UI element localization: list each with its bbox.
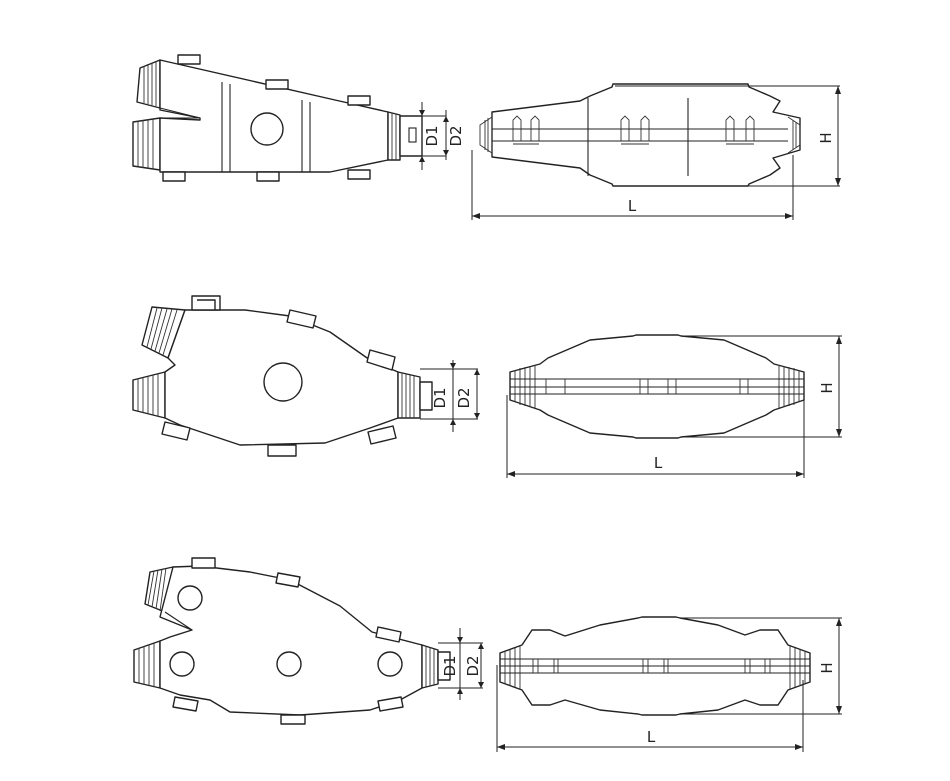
cable-hole-circle — [276, 651, 302, 677]
d2-label: D2 — [447, 125, 465, 146]
l-label: L — [628, 197, 637, 215]
row1-side-view: H L — [471, 83, 841, 220]
d2-label: D2 — [464, 655, 482, 676]
cable-hole-circle — [250, 112, 284, 146]
row2-side-view: H L — [506, 334, 842, 478]
d2-label: D2 — [455, 387, 473, 408]
row3-top-view: D1 D2 — [133, 557, 484, 725]
d1-label: D1 — [423, 125, 441, 146]
h-label: H — [818, 382, 836, 393]
h-label: H — [818, 662, 836, 673]
cable-hole-circle — [177, 585, 203, 611]
row1-top-view: D1 D2 — [132, 54, 465, 182]
cable-hole-circle — [169, 651, 195, 677]
d1-label: D1 — [431, 387, 449, 408]
d1-label: D1 — [441, 655, 459, 676]
cable-hole-circle — [263, 362, 303, 402]
h-label: H — [817, 132, 835, 143]
cable-hole-circle — [377, 651, 403, 677]
row2-top-view: D1 D2 — [132, 295, 480, 457]
row3-side-view: H L — [496, 616, 842, 752]
l-label: L — [654, 454, 663, 472]
l-label: L — [647, 728, 656, 746]
